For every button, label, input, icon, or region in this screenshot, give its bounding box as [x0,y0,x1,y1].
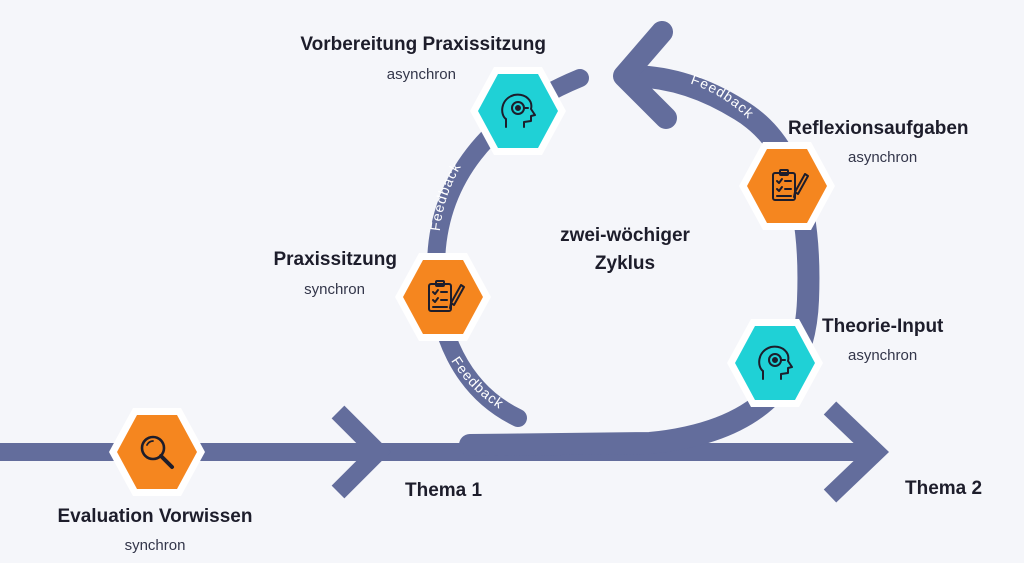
feedback-label-bottom: Feedback [448,353,507,411]
node-reflexion-title: Reflexionsaufgaben [788,118,969,139]
cycle-center-line-1: zwei-wöchiger [560,225,690,246]
checklist-icon [428,280,465,312]
magnifier-icon [140,435,174,469]
timeline-topic-1: Thema 1 [405,480,483,501]
timeline-arrow-1 [331,405,391,499]
node-vorbereitung-title: Vorbereitung Praxissitzung [300,34,546,55]
node-praxissitzung-hexagon [395,253,491,341]
node-theorie-mode: asynchron [848,347,918,364]
node-reflexion-hexagon [739,142,835,230]
node-vorbereitung-hexagon [470,67,566,155]
head-target-icon [501,93,536,128]
node-evaluation-title: Evaluation Vorwissen [57,506,253,527]
node-vorbereitung-mode: asynchron [386,66,456,83]
node-evaluation-hexagon [109,408,205,496]
node-praxissitzung-title: Praxissitzung [273,249,397,270]
timeline-topic-2: Thema 2 [905,478,983,499]
cycle-center-line-2: Zyklus [594,253,656,274]
node-reflexion-mode: asynchron [848,149,918,166]
checklist-icon [772,169,809,201]
timeline-arrow-2 [823,401,890,503]
head-target-icon [758,345,793,380]
cycle-loop-arrowhead [613,21,677,129]
node-theorie-title: Theorie-Input [822,316,944,337]
node-praxissitzung-mode: synchron [304,281,365,298]
node-theorie-hexagon [727,319,823,407]
cycle-center-label: zwei-wöchiger Zyklus [530,222,720,278]
node-evaluation-mode: synchron [124,537,186,554]
